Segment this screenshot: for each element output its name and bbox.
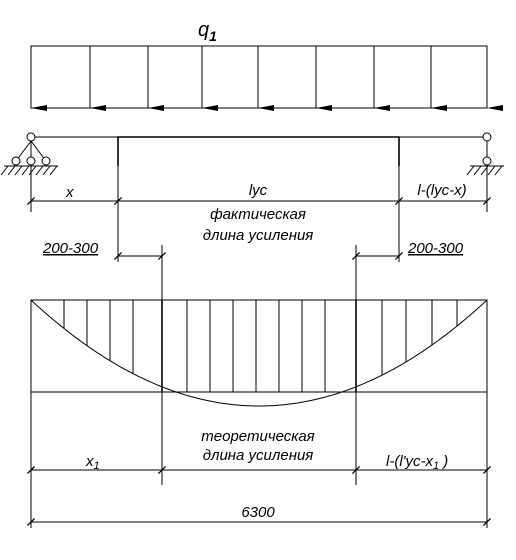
- distributed-load: q1: [30, 19, 503, 111]
- ground-hatch-icon: [466, 165, 503, 176]
- moment-diagram-hatch: [63, 300, 458, 392]
- overlap-dimensions: 200-300 200-300: [42, 240, 464, 261]
- right-hinge-icon: [482, 132, 492, 142]
- left-overlap-label: 200-300: [42, 240, 99, 257]
- left-hinge-icon: [26, 132, 36, 142]
- theoretical-length-caption: теоретическая длина усиления: [201, 428, 314, 464]
- beam: [31, 136, 487, 166]
- actual-length-caption-2: длина усиления: [203, 227, 314, 244]
- dim-right-bottom-label: l-(l'ус-x1 ): [386, 453, 448, 472]
- dim-right-top-label: l-(lус-x): [417, 182, 466, 199]
- actual-length-caption-1: фактическая: [210, 206, 306, 223]
- ground-hatch-icon: [0, 165, 58, 176]
- reinforcement-outline: [117, 136, 400, 166]
- load-label: q1: [198, 19, 217, 44]
- dim-x-label: x: [65, 184, 74, 201]
- right-overlap-label: 200-300: [407, 240, 464, 257]
- span-label: 6300: [241, 504, 275, 521]
- dim-lys-label: lус: [249, 182, 268, 199]
- theoretical-length-dimension: x1 l-(l'ус-x1 ): [26, 453, 492, 475]
- moment-parabola: [30, 299, 488, 407]
- moment-diagram: [30, 299, 488, 407]
- load-arrows: [30, 46, 503, 111]
- span-dimension: 6300: [26, 504, 492, 527]
- left-pinned-support: [0, 132, 58, 176]
- right-roller-support: [466, 132, 504, 176]
- moment-diagram-frame: [30, 299, 488, 393]
- theory-length-caption-2: длина усиления: [203, 447, 314, 464]
- theory-length-caption-1: теоретическая: [201, 428, 314, 445]
- load-diagram-frame: [30, 45, 488, 109]
- actual-length-dimension: x lус l-(lус-x) фактическая длина усилен…: [26, 182, 492, 244]
- dim-x1-label: x1: [85, 453, 100, 472]
